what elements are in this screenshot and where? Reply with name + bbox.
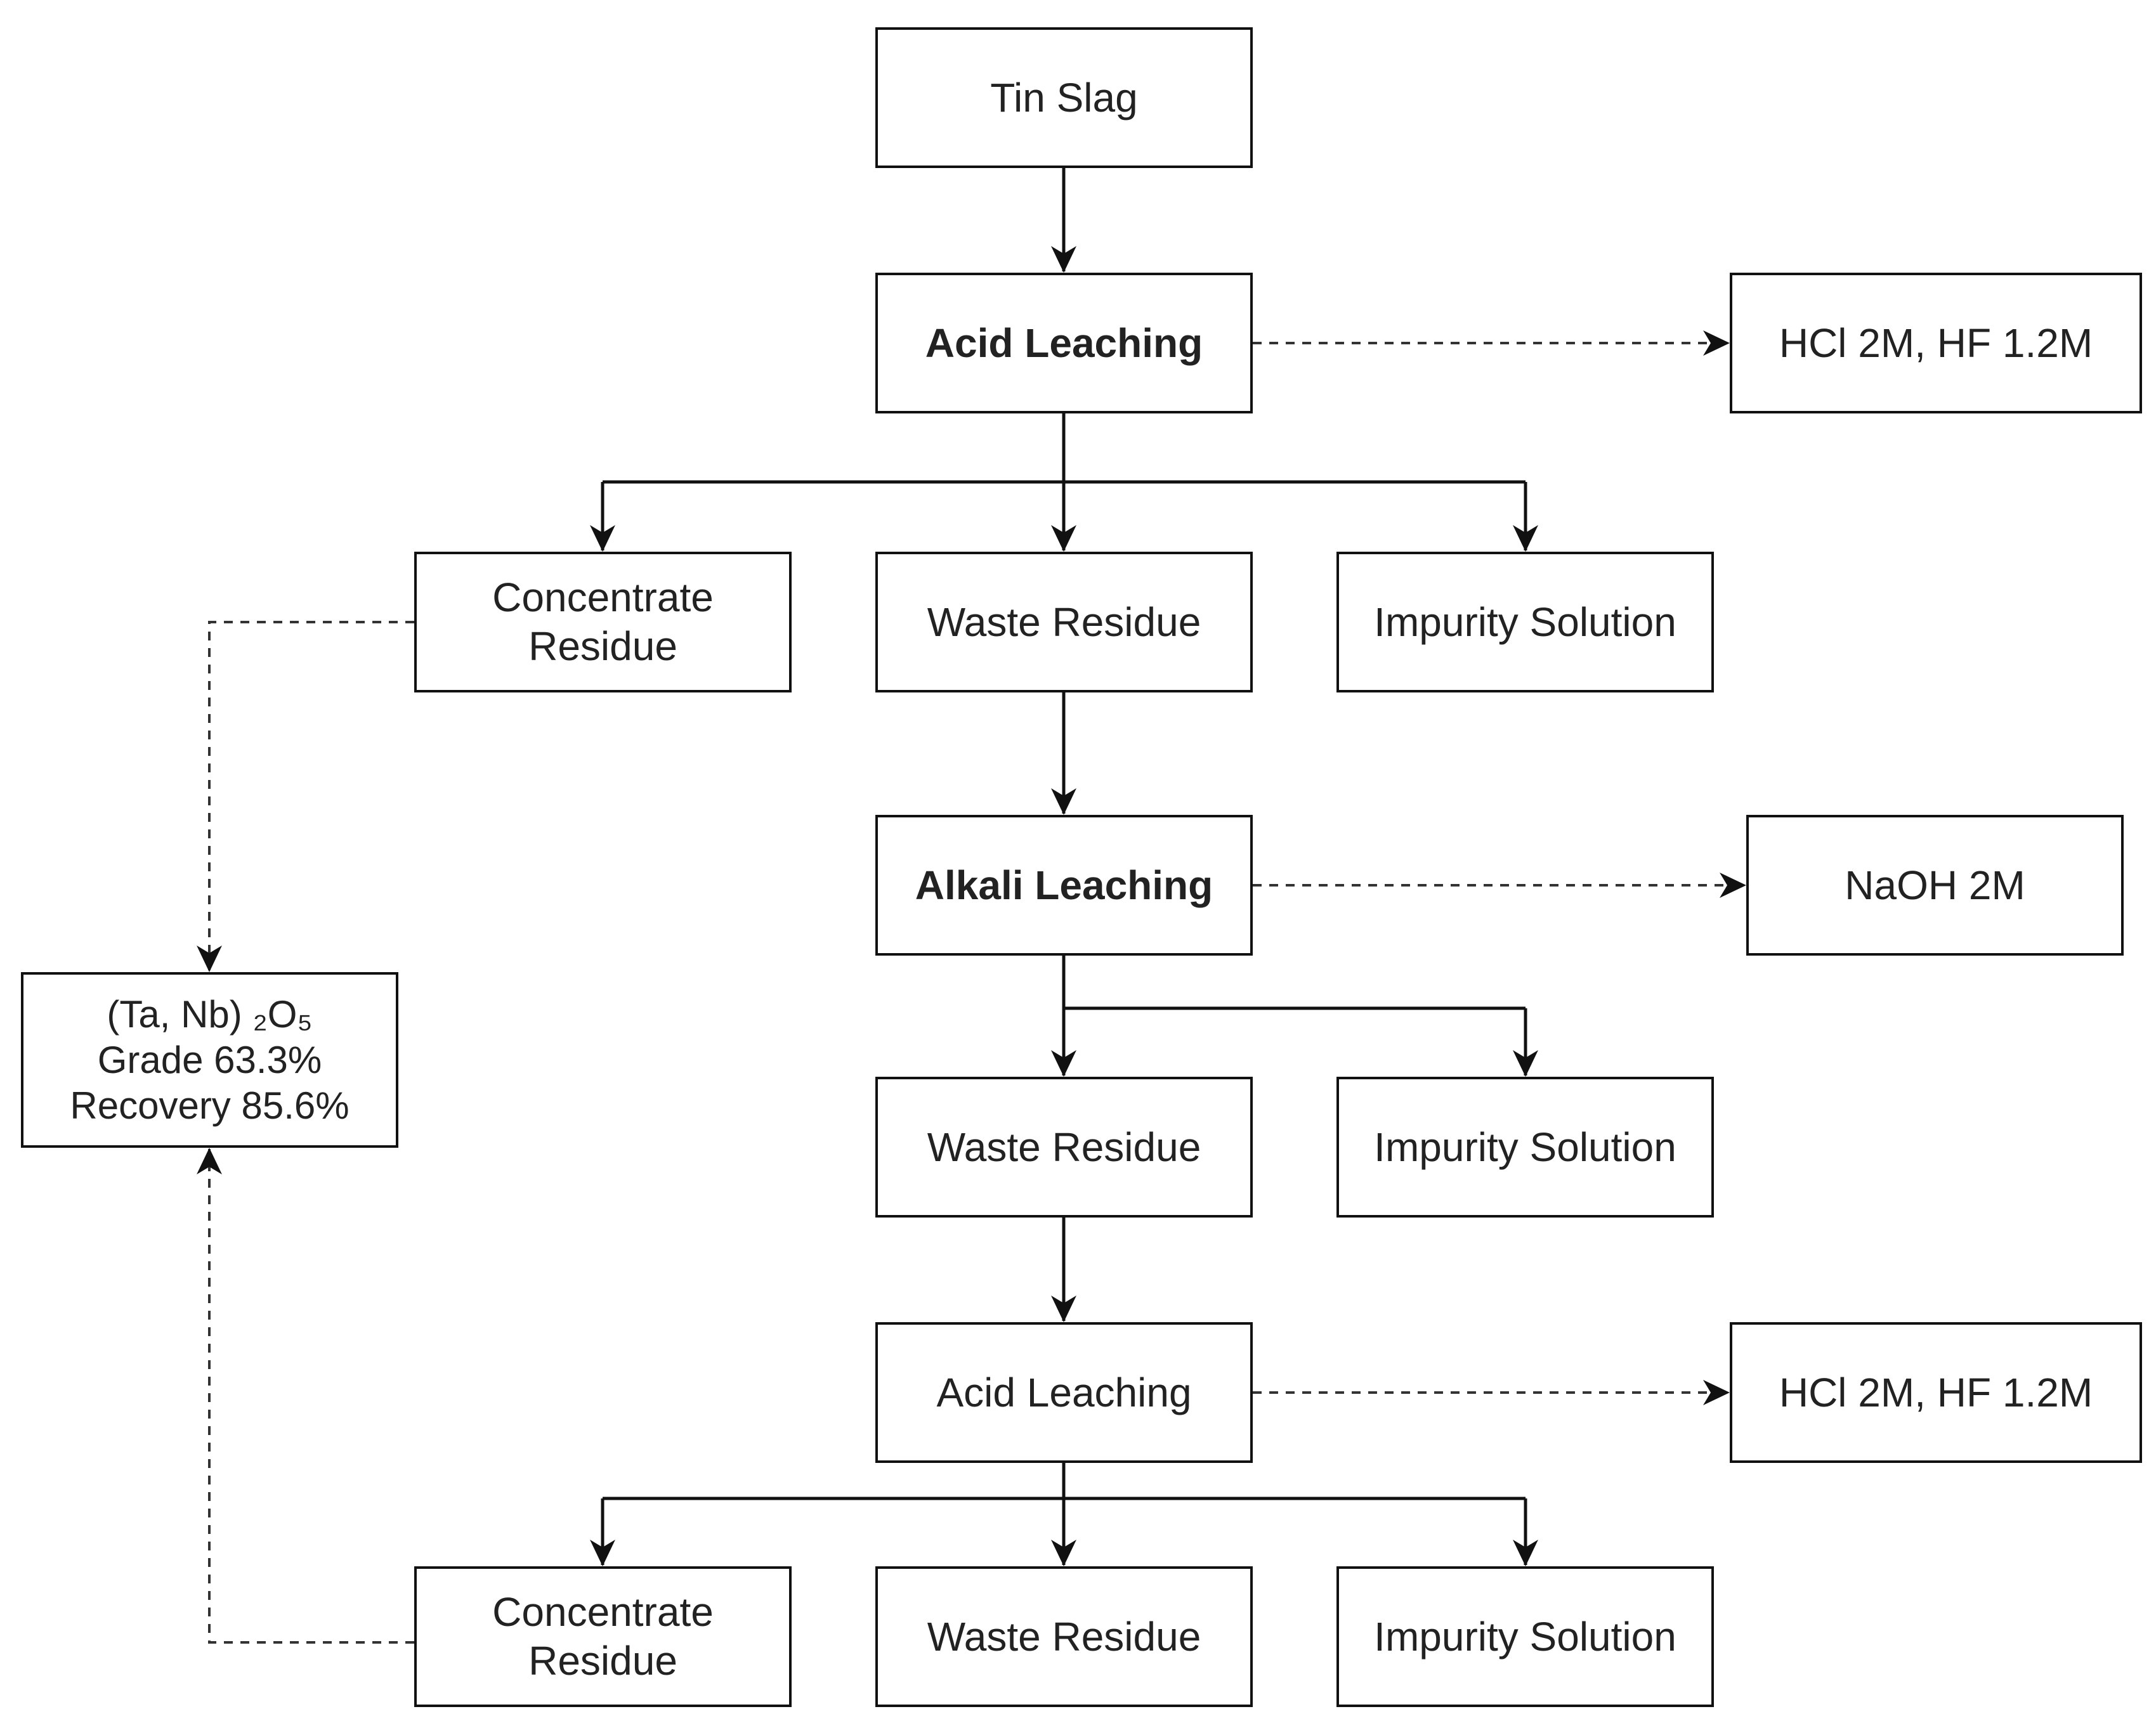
node-label: Waste Residue [927, 1613, 1201, 1660]
node-waste-residue-3: Waste Residue [875, 1566, 1253, 1707]
node-label: NaOH 2M [1845, 862, 2025, 908]
node-reagent-1: HCl 2M, HF 1.2M [1730, 273, 2142, 413]
node-label: Concentrate Residue [492, 575, 714, 669]
node-concentrate-residue-1: Concentrate Residue [414, 552, 792, 692]
edge-conc2-to-product [197, 1148, 414, 1644]
node-label: Impurity Solution [1374, 599, 1676, 645]
node-impurity-solution-1: Impurity Solution [1336, 552, 1714, 692]
node-waste-residue-1: Waste Residue [875, 552, 1253, 692]
node-label: Impurity Solution [1374, 1613, 1676, 1660]
node-alkali-leaching: Alkali Leaching [875, 815, 1253, 956]
node-product: (Ta, Nb) ₂O₅ Grade 63.3% Recovery 85.6% [21, 972, 398, 1148]
node-waste-residue-2: Waste Residue [875, 1077, 1253, 1218]
node-label: Acid Leaching [925, 320, 1203, 366]
node-concentrate-residue-2: Concentrate Residue [414, 1566, 792, 1707]
node-label: Acid Leaching [936, 1369, 1192, 1415]
node-label: Tin Slag [990, 74, 1138, 120]
node-label: HCl 2M, HF 1.2M [1779, 320, 2093, 366]
node-label: Impurity Solution [1374, 1124, 1676, 1170]
edge-conc1-to-product [197, 621, 414, 972]
node-reagent-2: NaOH 2M [1746, 815, 2124, 956]
node-label: Waste Residue [927, 1124, 1201, 1170]
node-reagent-3: HCl 2M, HF 1.2M [1730, 1322, 2142, 1463]
node-label: Concentrate Residue [492, 1589, 714, 1684]
node-acid-leaching-1: Acid Leaching [875, 273, 1253, 413]
node-tin-slag: Tin Slag [875, 27, 1253, 168]
node-impurity-solution-2: Impurity Solution [1336, 1077, 1714, 1218]
node-acid-leaching-2: Acid Leaching [875, 1322, 1253, 1463]
node-impurity-solution-3: Impurity Solution [1336, 1566, 1714, 1707]
node-label: (Ta, Nb) ₂O₅ Grade 63.3% Recovery 85.6% [70, 992, 350, 1127]
node-label: HCl 2M, HF 1.2M [1779, 1369, 2093, 1415]
node-label: Alkali Leaching [915, 862, 1213, 908]
node-label: Waste Residue [927, 599, 1201, 645]
